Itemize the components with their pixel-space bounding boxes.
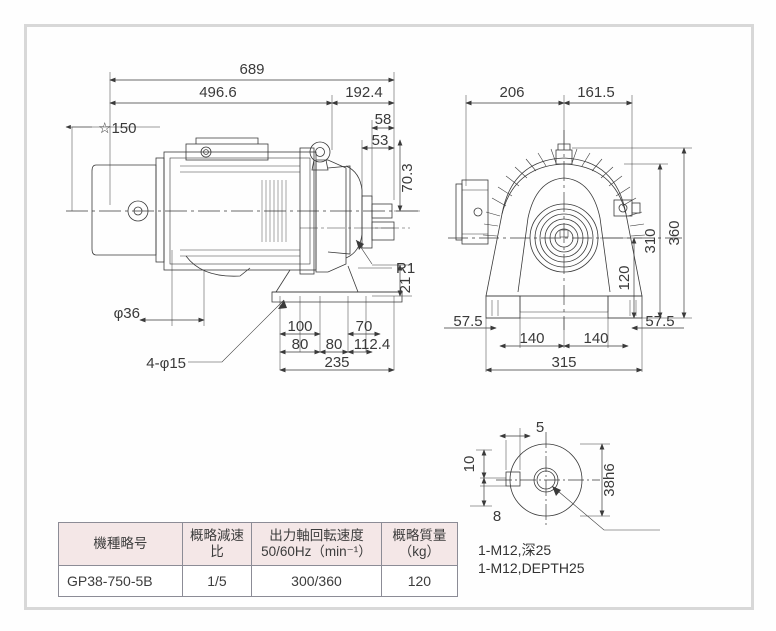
end-view-dimension-text: 206 161.5 360 310 120 57.5 57.5 140 140 … (453, 84, 683, 371)
spec-header-mass: 概略質量 （kg） (380, 522, 459, 566)
dim-70-3: 70.3 (399, 163, 416, 192)
dim-r1: R1 (396, 260, 415, 277)
side-view-geometry (66, 137, 420, 303)
spec-header-model: 機種略号 (58, 522, 183, 566)
dim-70: 70 (356, 318, 373, 335)
spec-header-mass-line2: （kg） (398, 544, 441, 559)
dim-phi36: φ36 (114, 305, 140, 322)
dim-57-5-right: 57.5 (645, 313, 674, 330)
note-m12-jp: 1-M12,深25 (478, 542, 552, 558)
side-view-dimension-lines (65, 72, 420, 373)
dim-57-5-left: 57.5 (453, 313, 482, 330)
spec-table-header-row: 機種略号 概略減速比 出力軸回転速度 50/60Hz（min⁻¹） 概略質量 （… (58, 522, 459, 566)
spec-header-ratio: 概略減速比 (181, 522, 253, 566)
dim-120: 120 (616, 265, 633, 290)
spec-table-data-row: GP38-750-5B 1/5 300/360 120 (58, 565, 459, 597)
dim-310: 310 (642, 228, 659, 253)
spec-header-mass-line1: 概略質量 (392, 528, 447, 544)
dim-140-left: 140 (519, 330, 544, 347)
dim-192-4: 192.4 (345, 84, 383, 101)
note-4-phi15: 4-φ15 (146, 355, 186, 372)
drawing-frame-border (24, 24, 754, 610)
spec-header-model-line1: 機種略号 (93, 536, 148, 552)
dim-689: 689 (239, 61, 264, 78)
spec-header-speed-line1: 出力軸回転速度 (269, 528, 364, 544)
shaft-detail-geometry (480, 432, 600, 528)
dim-206: 206 (499, 84, 524, 101)
dim-21: 21 (397, 277, 414, 294)
spec-value-ratio: 1/5 (181, 565, 253, 597)
dim-key-10: 10 (461, 456, 478, 473)
dim-80-right: 80 (326, 336, 343, 353)
spec-table: 機種略号 概略減速比 出力軸回転速度 50/60Hz（min⁻¹） 概略質量 （… (58, 522, 459, 597)
dim-235: 235 (324, 354, 349, 371)
dim-key-5: 5 (536, 419, 544, 436)
shaft-detail-dimension-lines (470, 428, 660, 531)
dim-360: 360 (666, 220, 683, 245)
dim-161-5: 161.5 (577, 84, 615, 101)
dim-star-150: ☆150 (98, 120, 136, 137)
dim-315: 315 (551, 354, 576, 371)
end-view-dimension-lines (444, 95, 692, 373)
spec-value-mass: 120 (380, 565, 459, 597)
end-view-geometry (448, 130, 682, 330)
dim-496-6: 496.6 (199, 84, 237, 101)
shaft-detail-dimension-text: 5 10 8 38h6 (461, 419, 618, 525)
dim-38h6: 38h6 (601, 463, 618, 496)
side-view-dimension-text: 689 496.6 192.4 58 53 ☆150 70.3 21 φ36 1… (98, 61, 416, 372)
spec-header-speed: 出力軸回転速度 50/60Hz（min⁻¹） (251, 522, 382, 566)
dim-53: 53 (372, 132, 389, 149)
spec-header-speed-line2: 50/60Hz（min⁻¹） (261, 544, 372, 559)
note-m12-en: 1-M12,DEPTH25 (478, 560, 585, 576)
dim-key-8: 8 (493, 508, 501, 525)
spec-value-speed: 300/360 (251, 565, 382, 597)
dim-112-4: 112.4 (354, 336, 390, 353)
dim-58: 58 (375, 111, 392, 128)
dim-140-right: 140 (583, 330, 608, 347)
dim-80-left: 80 (292, 336, 309, 353)
spec-header-ratio-line1: 概略減速比 (189, 528, 244, 559)
spec-value-model: GP38-750-5B (58, 565, 183, 597)
dim-100: 100 (287, 318, 312, 335)
